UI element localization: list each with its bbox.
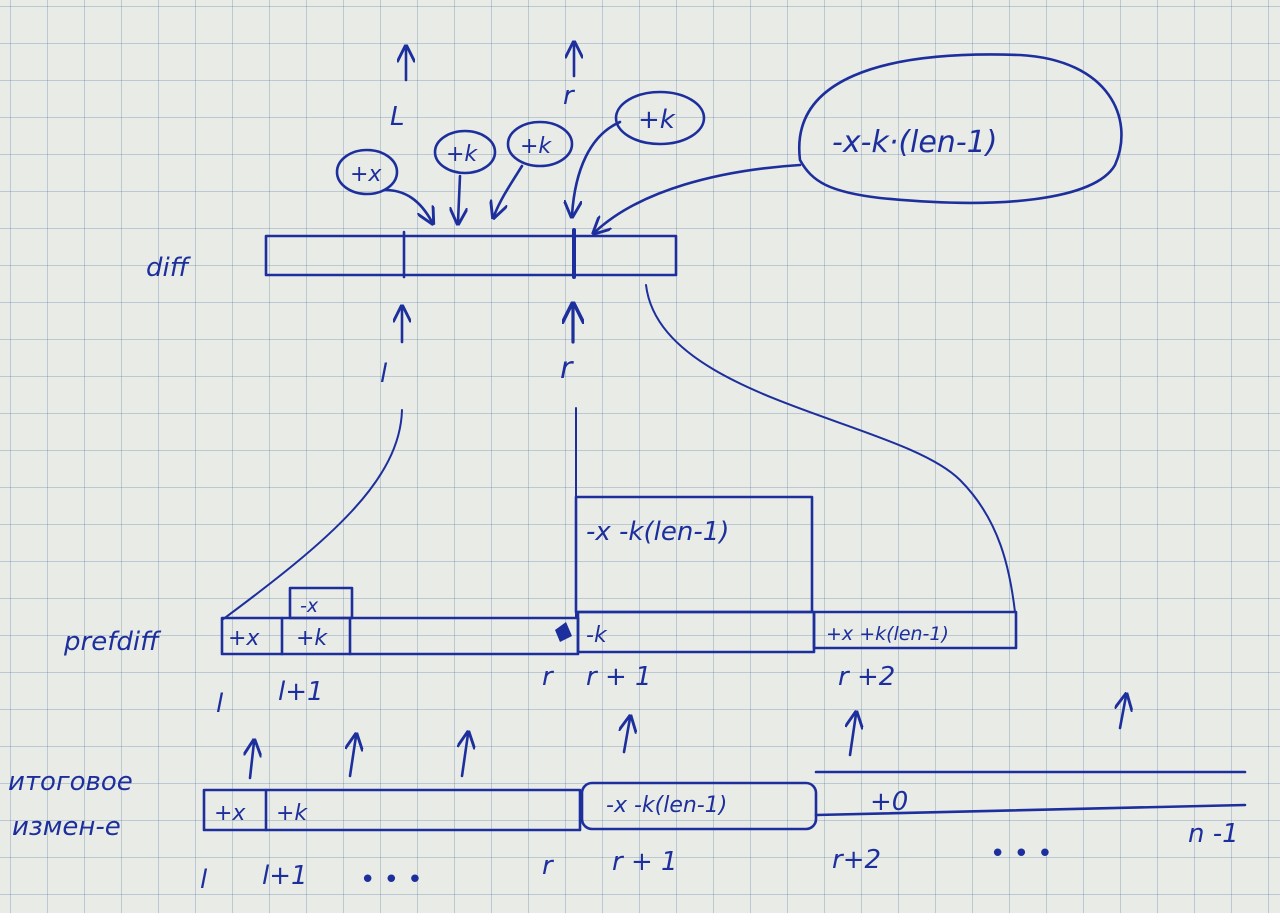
result-index-r1: r + 1 bbox=[612, 847, 678, 877]
diff-index-r: r bbox=[560, 351, 574, 386]
stack-box-minus-x bbox=[288, 586, 354, 620]
bubble-plus-k-3 bbox=[614, 90, 706, 146]
tall-box bbox=[574, 495, 814, 614]
bubble-arrows bbox=[383, 120, 802, 232]
prefdiff-index-l1: l+1 bbox=[278, 677, 324, 707]
ink-blot bbox=[555, 622, 572, 642]
prefdiff-cell-right: +x +k(len-1) bbox=[826, 623, 949, 645]
result-arrows bbox=[250, 696, 1126, 780]
result-index-r2: r+2 bbox=[832, 845, 881, 875]
result-left-section bbox=[202, 788, 582, 832]
prefdiff-cell-x: +x bbox=[228, 626, 260, 651]
top-arrows: L r bbox=[390, 44, 576, 132]
arrow-big-bubble bbox=[595, 163, 802, 232]
prefdiff-index-r1: r + 1 bbox=[586, 662, 652, 692]
bubble-plus-k-1-text: +k bbox=[446, 142, 478, 167]
diff-array bbox=[264, 234, 678, 277]
arrow-l-label: L bbox=[390, 102, 405, 132]
result-label-line1: итоговое bbox=[8, 767, 133, 797]
curve-left bbox=[221, 409, 403, 621]
result-dots-2: • • • bbox=[990, 839, 1053, 869]
result-middle-section bbox=[580, 781, 818, 831]
result-cell-zero: +0 bbox=[870, 787, 908, 817]
diff-row: diff l r bbox=[146, 228, 678, 389]
tall-box-text: -x -k(len-1) bbox=[586, 517, 729, 547]
result-cell-x: +x bbox=[214, 801, 246, 826]
result-index-l1: l+1 bbox=[262, 861, 308, 891]
bubble-plus-x-text: +x bbox=[350, 162, 382, 187]
bubble-plus-k-2-text: +k bbox=[520, 134, 552, 159]
prefdiff-index-l: l bbox=[216, 689, 224, 719]
top-bubbles: +x +k +k +k -x-k·(len-1) bbox=[335, 53, 1123, 205]
diff-index-l: l bbox=[380, 359, 388, 389]
result-cell-k: +k bbox=[276, 801, 308, 826]
big-bubble-text: -x-k·(len-1) bbox=[832, 125, 997, 160]
result-right-bottom bbox=[814, 803, 1247, 817]
result-label-line2: измен-е bbox=[12, 812, 121, 842]
prefdiff-index-r: r bbox=[542, 662, 555, 692]
diff-label: diff bbox=[146, 253, 192, 283]
result-dots-1: • • • bbox=[360, 865, 423, 895]
arrow-bubble-k2 bbox=[494, 164, 524, 216]
result-arrow-5 bbox=[850, 714, 856, 757]
expansion-curves bbox=[221, 284, 1016, 621]
prefdiff-label: prefdiff bbox=[63, 627, 162, 657]
prefdiff-left-section bbox=[220, 616, 580, 656]
big-bubble bbox=[797, 53, 1123, 205]
result-index-r: r bbox=[542, 851, 555, 881]
prefdiff-right-section bbox=[812, 610, 1018, 650]
result-cell-middle: -x -k(len-1) bbox=[606, 793, 727, 818]
result-index-n1: n -1 bbox=[1188, 819, 1239, 849]
prefdiff-row: prefdiff -x -x -k(len-1) +x +k -k +x +k(… bbox=[63, 495, 1018, 719]
bubble-plus-k-3-text: +k bbox=[638, 105, 676, 135]
stack-box-text: -x bbox=[300, 595, 319, 617]
result-arrow-2 bbox=[350, 736, 356, 778]
result-arrow-3 bbox=[462, 734, 468, 778]
result-arrow-6 bbox=[1120, 696, 1126, 730]
prefdiff-cell-k: +k bbox=[296, 626, 328, 651]
arrow-bubble-k1 bbox=[458, 174, 460, 222]
result-arrow-4 bbox=[624, 718, 630, 754]
prefdiff-cell-minus-k: -k bbox=[586, 623, 608, 648]
result-index-l: l bbox=[200, 865, 208, 895]
arrow-bubble-x bbox=[383, 188, 432, 222]
bubble-plus-k-2 bbox=[506, 120, 574, 168]
curve-right bbox=[645, 284, 1016, 613]
arrow-bubble-k3 bbox=[572, 120, 622, 215]
bubble-plus-k-1 bbox=[433, 129, 497, 175]
prefdiff-index-r2: r +2 bbox=[838, 662, 895, 692]
bubble-plus-x bbox=[335, 148, 399, 196]
result-row: итоговое измен-е +x +k -x -k(len-1) +0 l… bbox=[8, 767, 1247, 895]
arrow-r-label: r bbox=[563, 81, 576, 111]
result-arrow-1 bbox=[250, 742, 254, 780]
prefdiff-middle-section bbox=[576, 610, 816, 654]
